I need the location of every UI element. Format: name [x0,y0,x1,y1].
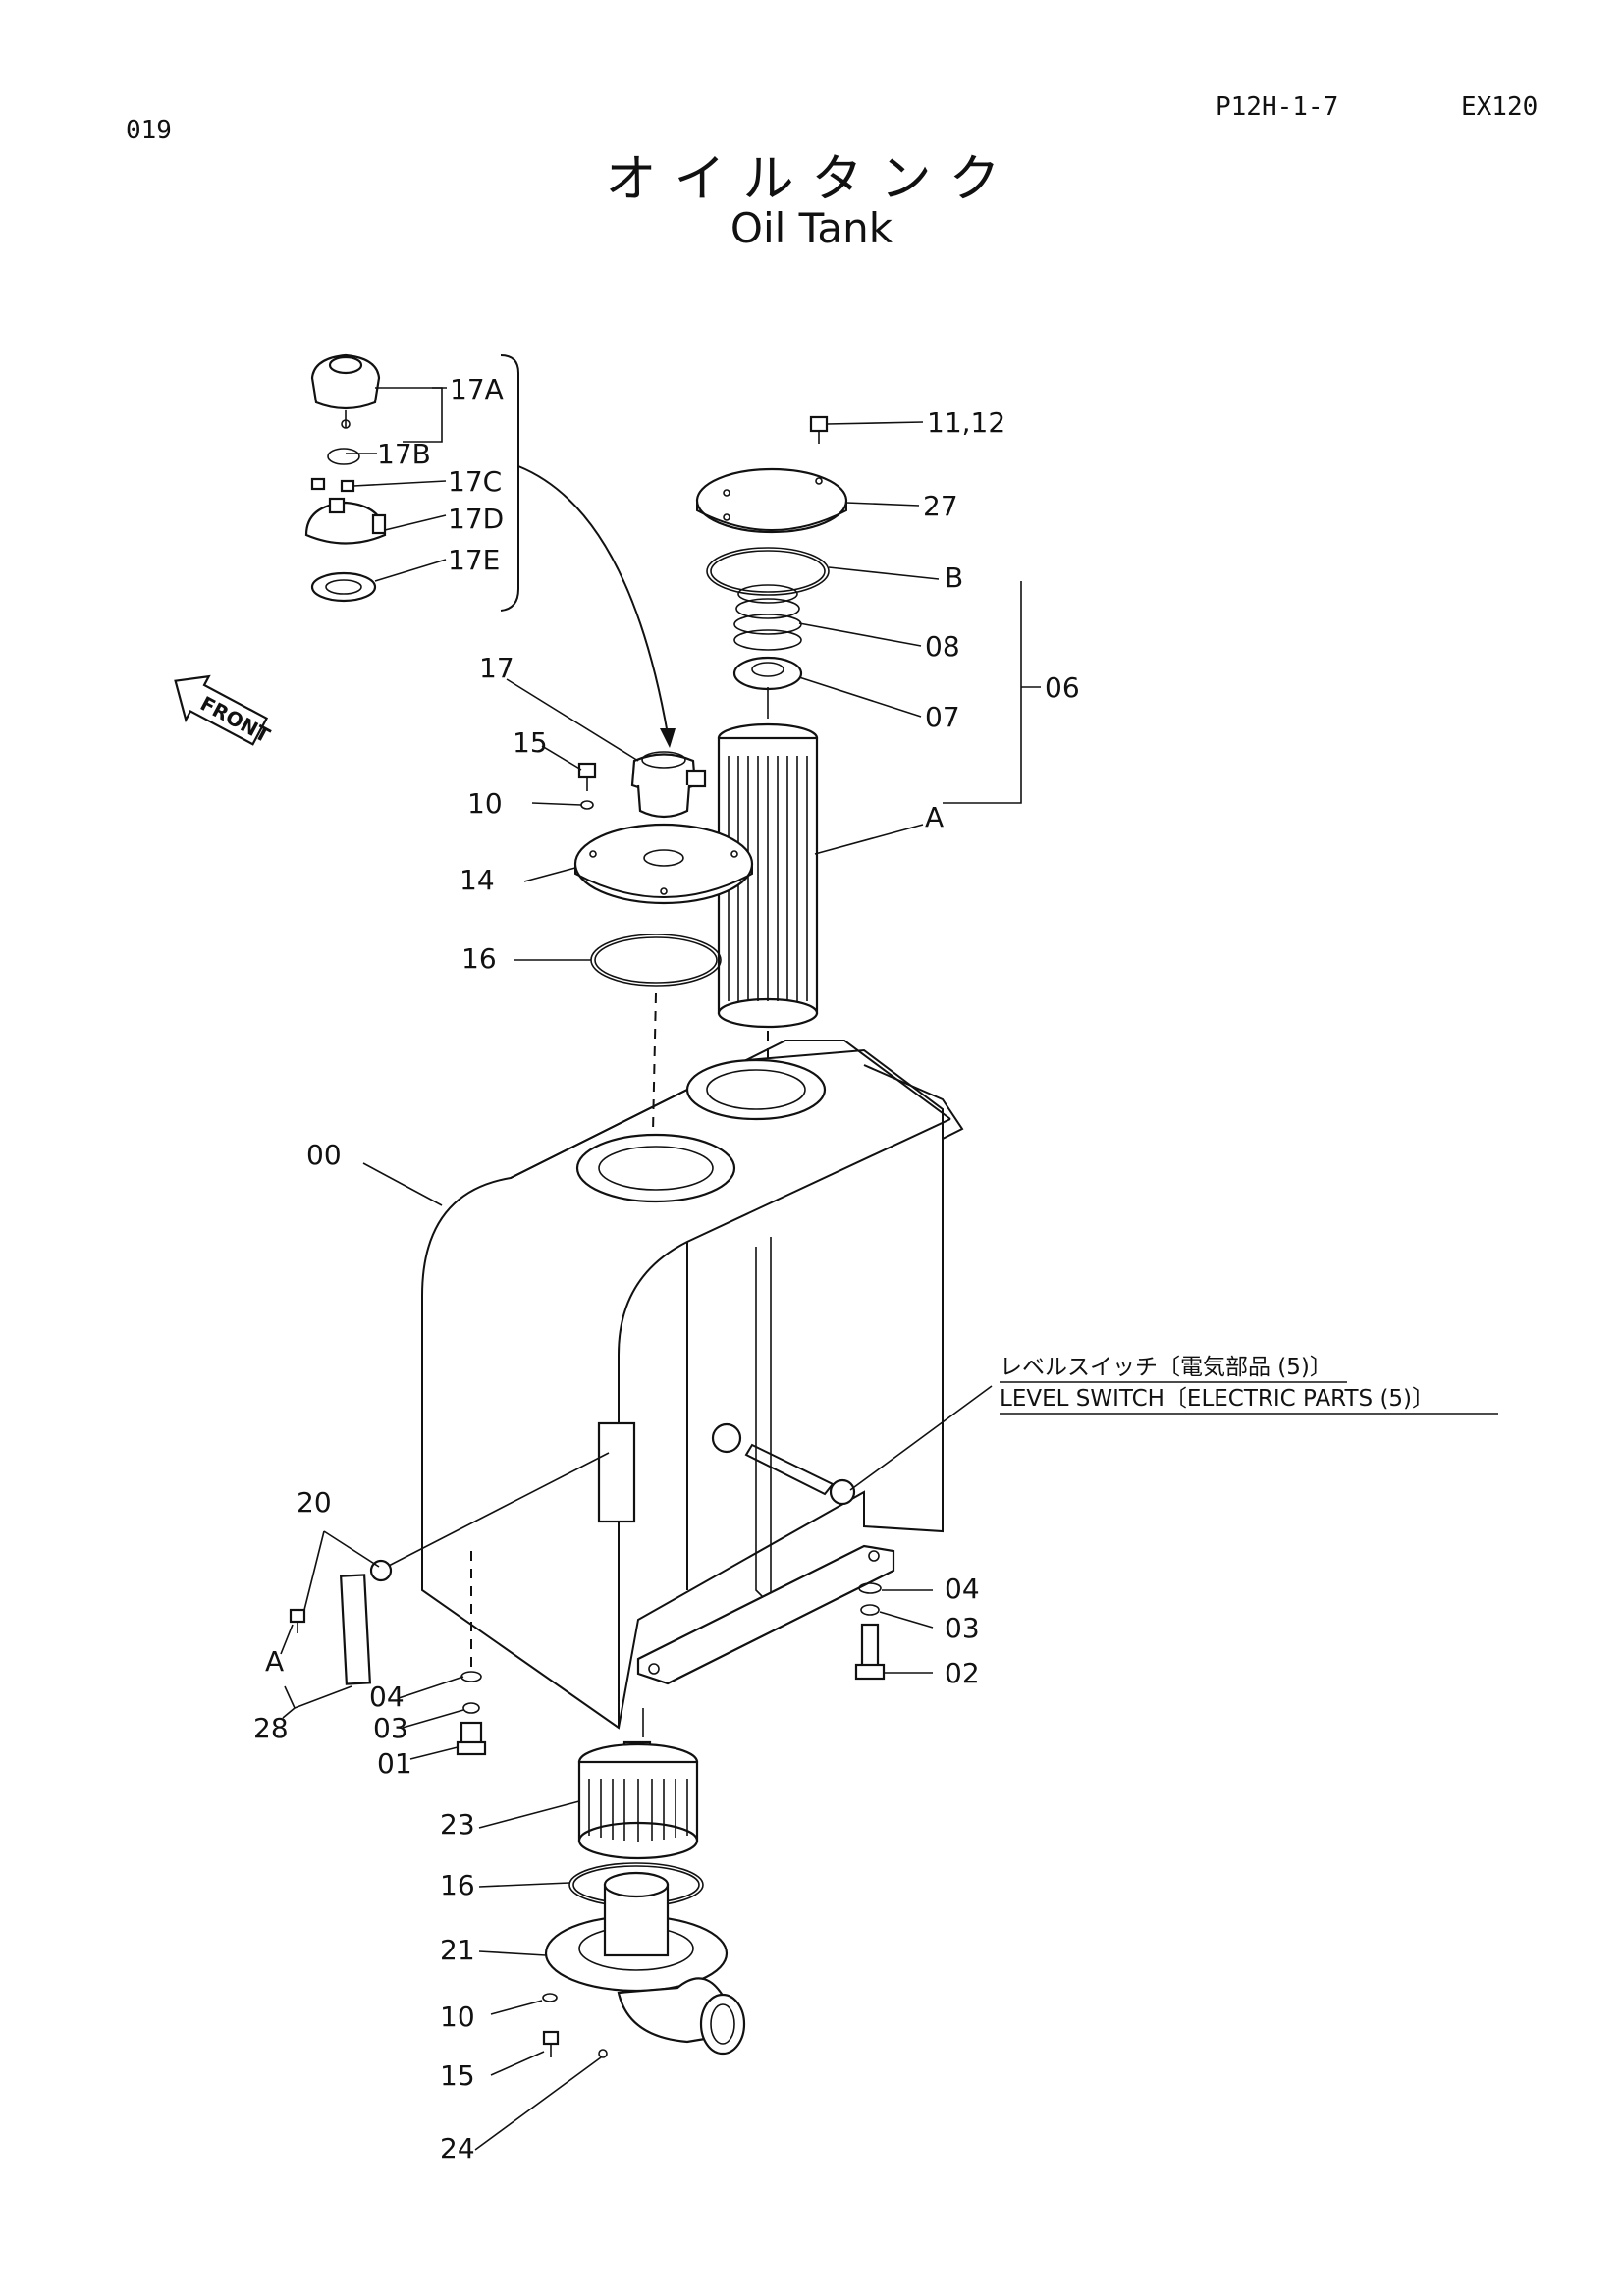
callout-24: 24 [440,2132,475,2164]
callout-17b: 17B [377,438,431,470]
title-japanese: オイルタンク [605,150,1018,209]
callout-14: 14 [460,864,495,896]
callout-b: B [945,561,963,594]
callout-15-bottom: 15 [440,2059,475,2092]
callout-01: 01 [377,1747,412,1780]
catalog-code: P12H-1-7 [1216,92,1339,122]
tank-cover-assembly [573,751,754,1179]
callout-17e: 17E [448,544,500,576]
front-direction-marker: FRONT [174,674,274,748]
level-switch-label-en: LEVEL SWITCH〔ELECTRIC PARTS (5)〕 [1000,1386,1434,1412]
callout-23: 23 [440,1808,475,1841]
oil-tank-body [421,1040,964,1737]
callout-02: 02 [945,1657,980,1689]
callout-17a: 17A [450,373,504,405]
return-filter-assembly [695,415,1041,1080]
model-name: EX120 [1461,92,1539,122]
callout-21: 21 [440,1934,475,1966]
page-number: 019 [126,116,172,145]
callout-03-left: 03 [373,1712,408,1744]
callout-labels: 17A 17B 17C 17D 17E 11,12 27 B 08 07 06 … [253,373,1498,2164]
leader-lines [280,387,993,2151]
callout-a-bolt: A [265,1645,284,1678]
callout-15-top: 15 [513,726,548,759]
sight-gauge-parts [284,1452,610,1710]
callout-17c: 17C [448,465,502,498]
callout-03-right: 03 [945,1612,980,1644]
callout-04-left: 04 [369,1681,405,1713]
callout-17: 17 [479,652,514,684]
callout-11-12: 11,12 [927,406,1005,439]
callout-04-right: 04 [945,1573,980,1605]
callout-06: 06 [1045,671,1080,704]
callout-10-bottom: 10 [440,2001,475,2033]
suction-strainer-assembly [542,1740,746,2058]
callout-07: 07 [925,701,960,733]
level-switch-label-jp: レベルスイッチ〔電気部品 (5)〕 [1000,1355,1332,1380]
callout-27: 27 [923,490,958,522]
right-mounting-hardware [854,1582,886,1681]
callout-17d: 17D [448,503,504,535]
inset-filler-cap-parts [304,353,676,748]
callout-10-top: 10 [467,787,503,820]
callout-08: 08 [925,630,960,663]
left-mounting-hardware [456,1671,487,1756]
callout-20: 20 [297,1486,332,1519]
callout-16-bottom: 16 [440,1869,475,1901]
callout-28: 28 [253,1712,289,1744]
callout-16-top: 16 [461,942,497,975]
callout-00: 00 [306,1139,342,1171]
callout-a-filter: A [925,801,944,833]
title-english: Oil Tank [730,204,893,252]
